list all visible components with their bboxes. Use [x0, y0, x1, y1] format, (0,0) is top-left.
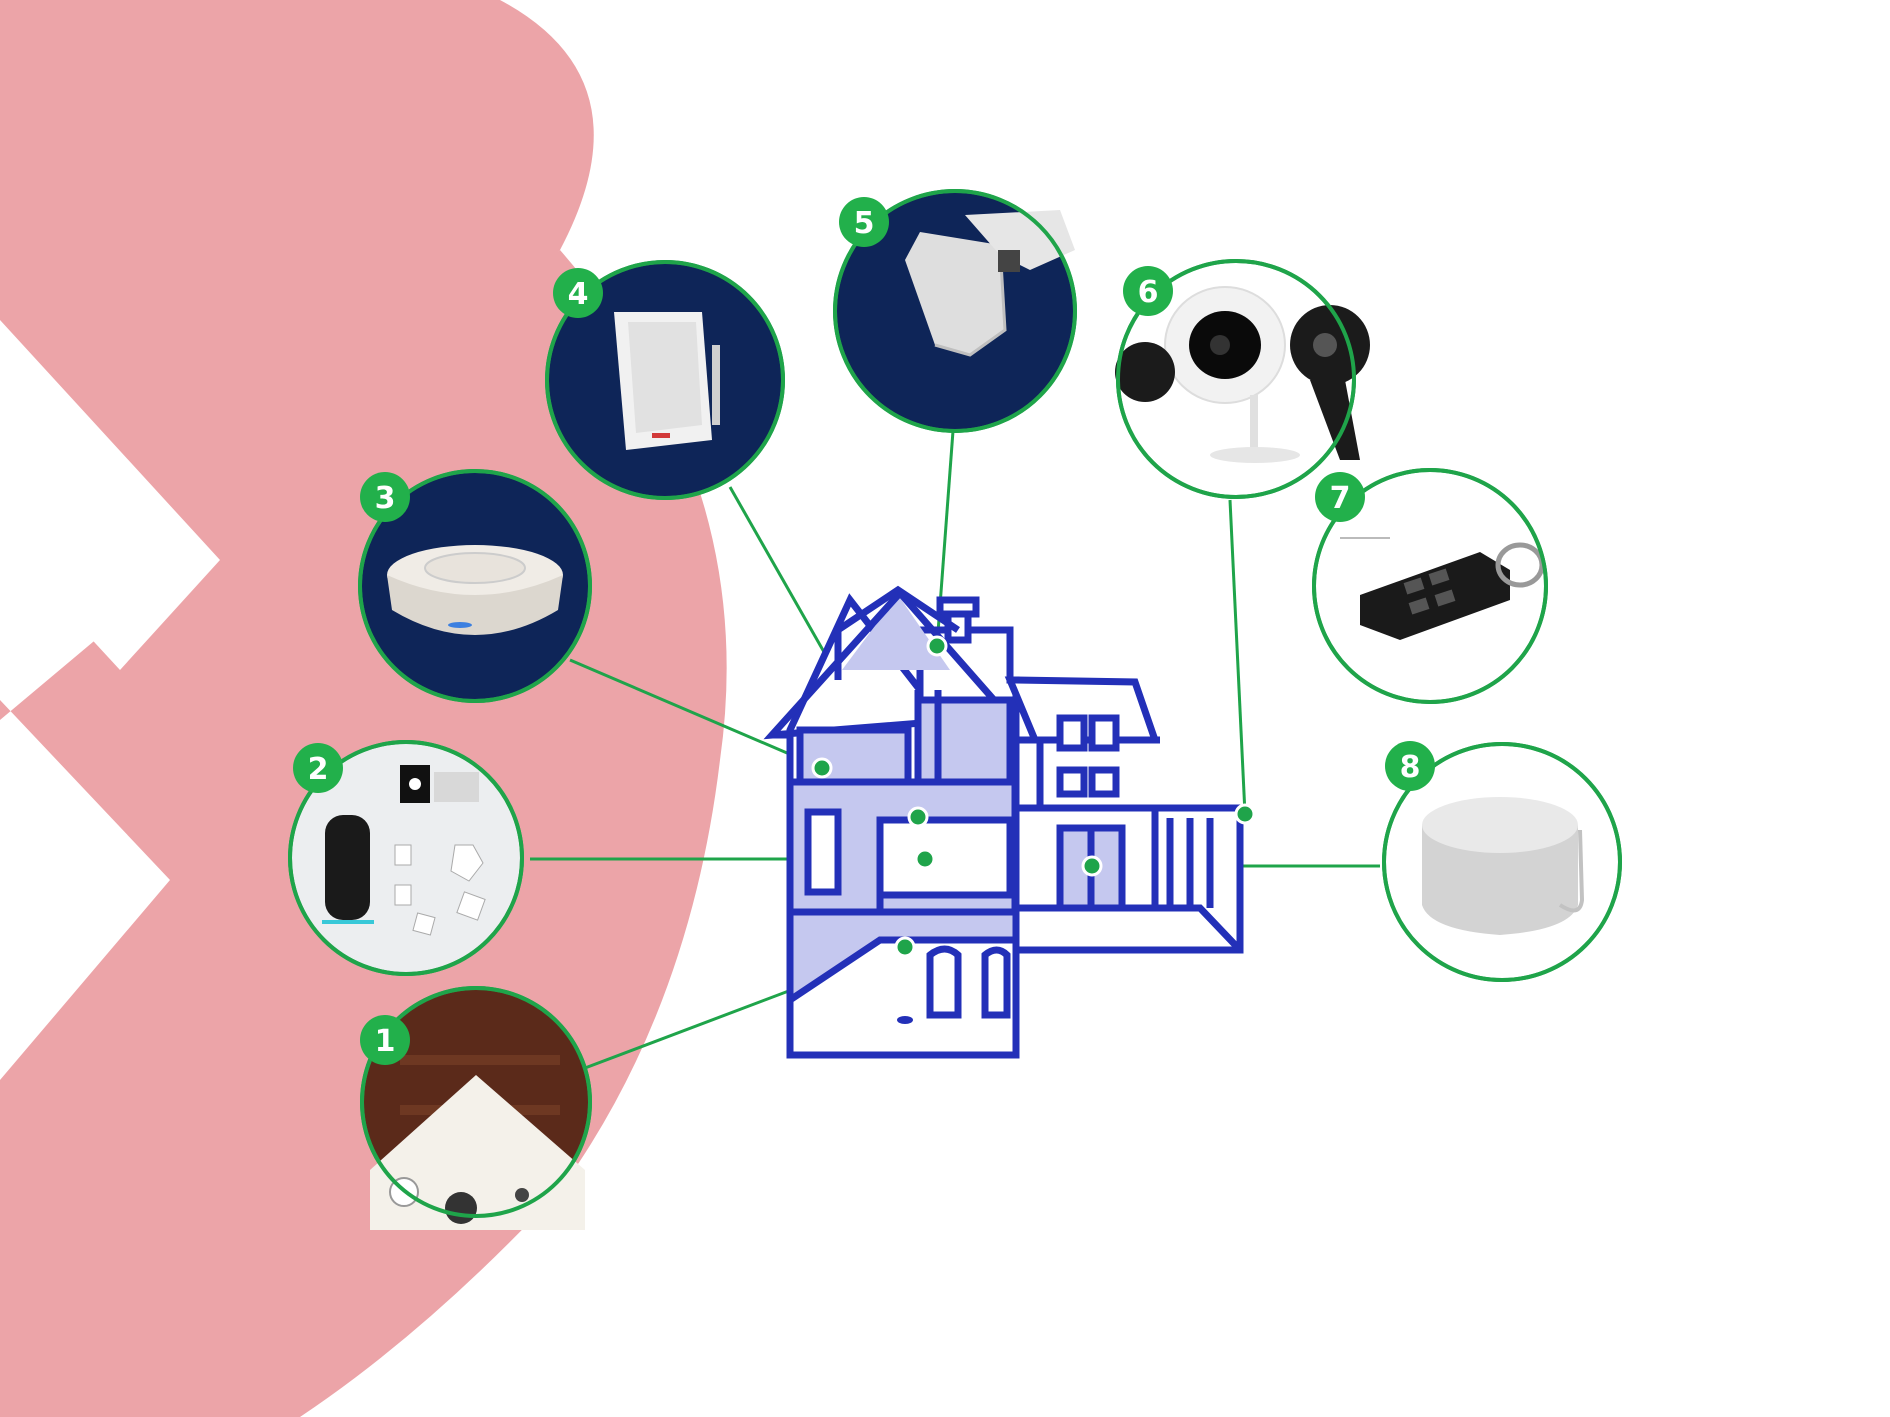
badge-8: 8 — [1385, 741, 1435, 791]
badge-1-number: 1 — [375, 1024, 396, 1059]
device-5-circle[interactable] — [833, 189, 1077, 433]
badge-1: 1 — [360, 1015, 410, 1065]
brand-background-shape — [0, 0, 727, 1417]
device-8-circle[interactable] — [1382, 742, 1622, 982]
badge-5-number: 5 — [854, 206, 875, 241]
house-illustration — [763, 585, 1244, 1059]
device-1-circle[interactable] — [360, 986, 592, 1230]
badge-4: 4 — [553, 268, 603, 318]
connector-6 — [1228, 499, 1247, 815]
device-2-circle[interactable] — [288, 740, 524, 976]
badge-3: 3 — [360, 472, 410, 522]
connector-3 — [569, 658, 823, 770]
badge-4-number: 4 — [568, 277, 589, 312]
badge-6-number: 6 — [1138, 275, 1159, 310]
device-4-circle[interactable] — [545, 260, 785, 500]
badge-2-number: 2 — [308, 752, 329, 787]
badge-2: 2 — [293, 743, 343, 793]
badge-5: 5 — [839, 197, 889, 247]
badge-8-number: 8 — [1400, 750, 1421, 785]
device-6-circle[interactable] — [1115, 259, 1370, 499]
badge-7: 7 — [1315, 472, 1365, 522]
device-7-circle[interactable] — [1312, 468, 1548, 704]
device-3-circle[interactable] — [358, 469, 592, 703]
badge-3-number: 3 — [375, 481, 396, 516]
badge-7-number: 7 — [1330, 481, 1351, 516]
connector-dots — [811, 635, 1256, 958]
badge-6: 6 — [1123, 266, 1173, 316]
